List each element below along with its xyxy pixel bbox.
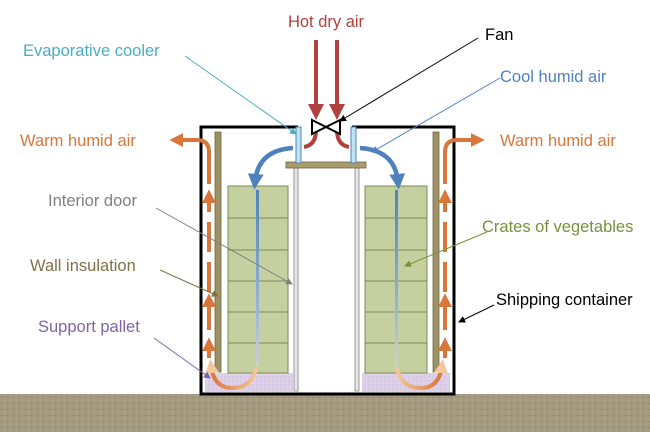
leader-fan: [339, 37, 479, 122]
wall-insulation-left: [214, 131, 222, 373]
label-shipping-container: Shipping container: [496, 291, 633, 309]
evaporative-cooler-left: [295, 126, 302, 164]
label-support-pallet: Support pallet: [38, 318, 140, 336]
label-cool-humid-air: Cool humid air: [500, 68, 607, 86]
leader-evaporative-cooler: [184, 55, 297, 135]
cool-air-curve-left: [247, 145, 294, 190]
label-crates-of-vegetables: Crates of vegetables: [482, 218, 633, 236]
cool-air-curve-right: [359, 145, 406, 190]
interior-door-right: [354, 167, 360, 392]
label-warm-humid-air-right: Warm humid air: [500, 132, 616, 150]
ground: [0, 394, 650, 432]
interior-door-left: [293, 167, 299, 392]
leader-support-pallet: [153, 337, 211, 379]
evaporative-cooler-right: [350, 126, 357, 164]
warm-air-rising-right: [438, 133, 485, 358]
cool-air-column-right: [395, 190, 398, 366]
label-fan: Fan: [485, 26, 513, 44]
cool-air-column-left: [256, 190, 259, 366]
leader-crates-of-vegetables: [404, 231, 488, 267]
fan-icon: [311, 118, 341, 136]
leader-shipping-container: [458, 304, 495, 323]
leader-cool-humid-air: [371, 77, 501, 153]
leader-interior-door: [155, 207, 293, 285]
label-wall-insulation: Wall insulation: [30, 257, 136, 275]
warm-air-bottom-left: [205, 359, 258, 391]
shipping-container: [199, 125, 456, 396]
label-warm-humid-air-left: Warm humid air: [20, 132, 136, 150]
label-hot-dry-air: Hot dry air: [288, 13, 365, 31]
warm-air-bottom-right: [395, 359, 448, 391]
label-evaporative-cooler: Evaporative cooler: [23, 42, 160, 60]
leader-wall-insulation: [159, 269, 219, 297]
cooler-shelf: [285, 161, 367, 169]
label-interior-door: Interior door: [48, 192, 137, 210]
warm-air-rising-left: [169, 133, 216, 358]
